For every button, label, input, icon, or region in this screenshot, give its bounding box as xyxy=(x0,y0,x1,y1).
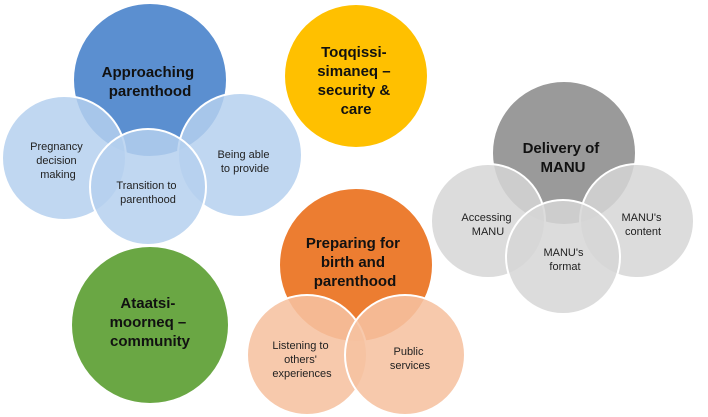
manus-format-label: MANU's format xyxy=(543,247,586,273)
toqqissimaneq-label: Toqqissi- simaneq – security & care xyxy=(317,44,395,118)
cluster-delivery-of-manu: Delivery of MANU Accessing MANU MANU's f… xyxy=(430,80,695,315)
transition-circle xyxy=(89,128,207,246)
manus-content-label: MANU's content xyxy=(621,212,664,238)
manus-format-circle xyxy=(505,199,621,315)
listening-to-others-label: Listening to others' experiences xyxy=(272,340,332,380)
transition-label: Transition to parenthood xyxy=(116,180,179,206)
accessing-manu-label: Accessing MANU xyxy=(461,212,514,238)
ataatsimoorneq-label: Ataatsi- moorneq – community xyxy=(110,295,191,350)
preparing-for-birth-label: Preparing for birth and parenthood xyxy=(306,235,404,290)
delivery-of-manu-label: Delivery of MANU xyxy=(523,140,604,176)
toqqissimaneq-circle xyxy=(285,5,427,147)
public-services-circle xyxy=(344,294,466,416)
cluster-preparing-for-birth: Preparing for birth and parenthood Liste… xyxy=(246,187,466,416)
public-services-label: Public services xyxy=(390,346,431,372)
ataatsimoorneq-circle xyxy=(72,247,228,403)
cluster-toqqissimaneq: Toqqissi- simaneq – security & care xyxy=(285,5,427,147)
being-able-label: Being able to provide xyxy=(217,149,272,175)
pregnancy-decision-label: Pregnancy decision making xyxy=(30,141,86,181)
cluster-approaching-parenthood: Approaching parenthood Pregnancy decisio… xyxy=(1,2,303,246)
approaching-parenthood-label: Approaching parenthood xyxy=(102,64,199,100)
cluster-ataatsimoorneq: Ataatsi- moorneq – community xyxy=(72,247,228,403)
